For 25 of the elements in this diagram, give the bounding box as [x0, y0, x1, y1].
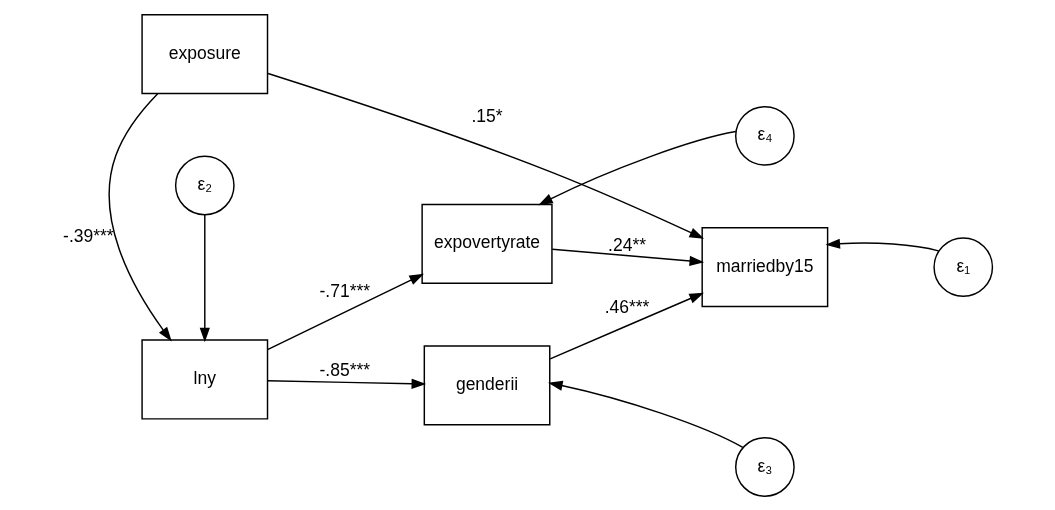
edge-label: -.85*** — [319, 359, 370, 380]
node-box: exposure — [140, 13, 268, 94]
arrow — [199, 213, 210, 342]
arrow — [537, 130, 737, 205]
node-box: marriedby15 — [700, 226, 828, 307]
node-box: expovertyrate — [420, 203, 553, 284]
node-circle: ε₄ — [734, 105, 795, 166]
arrow — [266, 72, 704, 239]
node-box: genderii — [423, 344, 550, 425]
edge-label: .46*** — [604, 296, 649, 317]
arrow — [824, 238, 939, 252]
arrow — [266, 378, 426, 389]
edge-label: -.71*** — [319, 280, 370, 301]
arrow — [108, 92, 172, 341]
arrow — [548, 292, 704, 360]
node-circle: ε₂ — [174, 155, 235, 215]
node-circle: ε₁ — [932, 236, 993, 297]
node-box: lny — [140, 338, 268, 420]
arrow — [551, 248, 704, 266]
arrow — [547, 380, 743, 448]
arrow — [266, 273, 424, 350]
edge-label: .15* — [470, 105, 503, 126]
edge-label: -.39*** — [62, 225, 114, 246]
node-circle: ε₃ — [734, 436, 795, 497]
edge-label: .24** — [607, 234, 646, 255]
